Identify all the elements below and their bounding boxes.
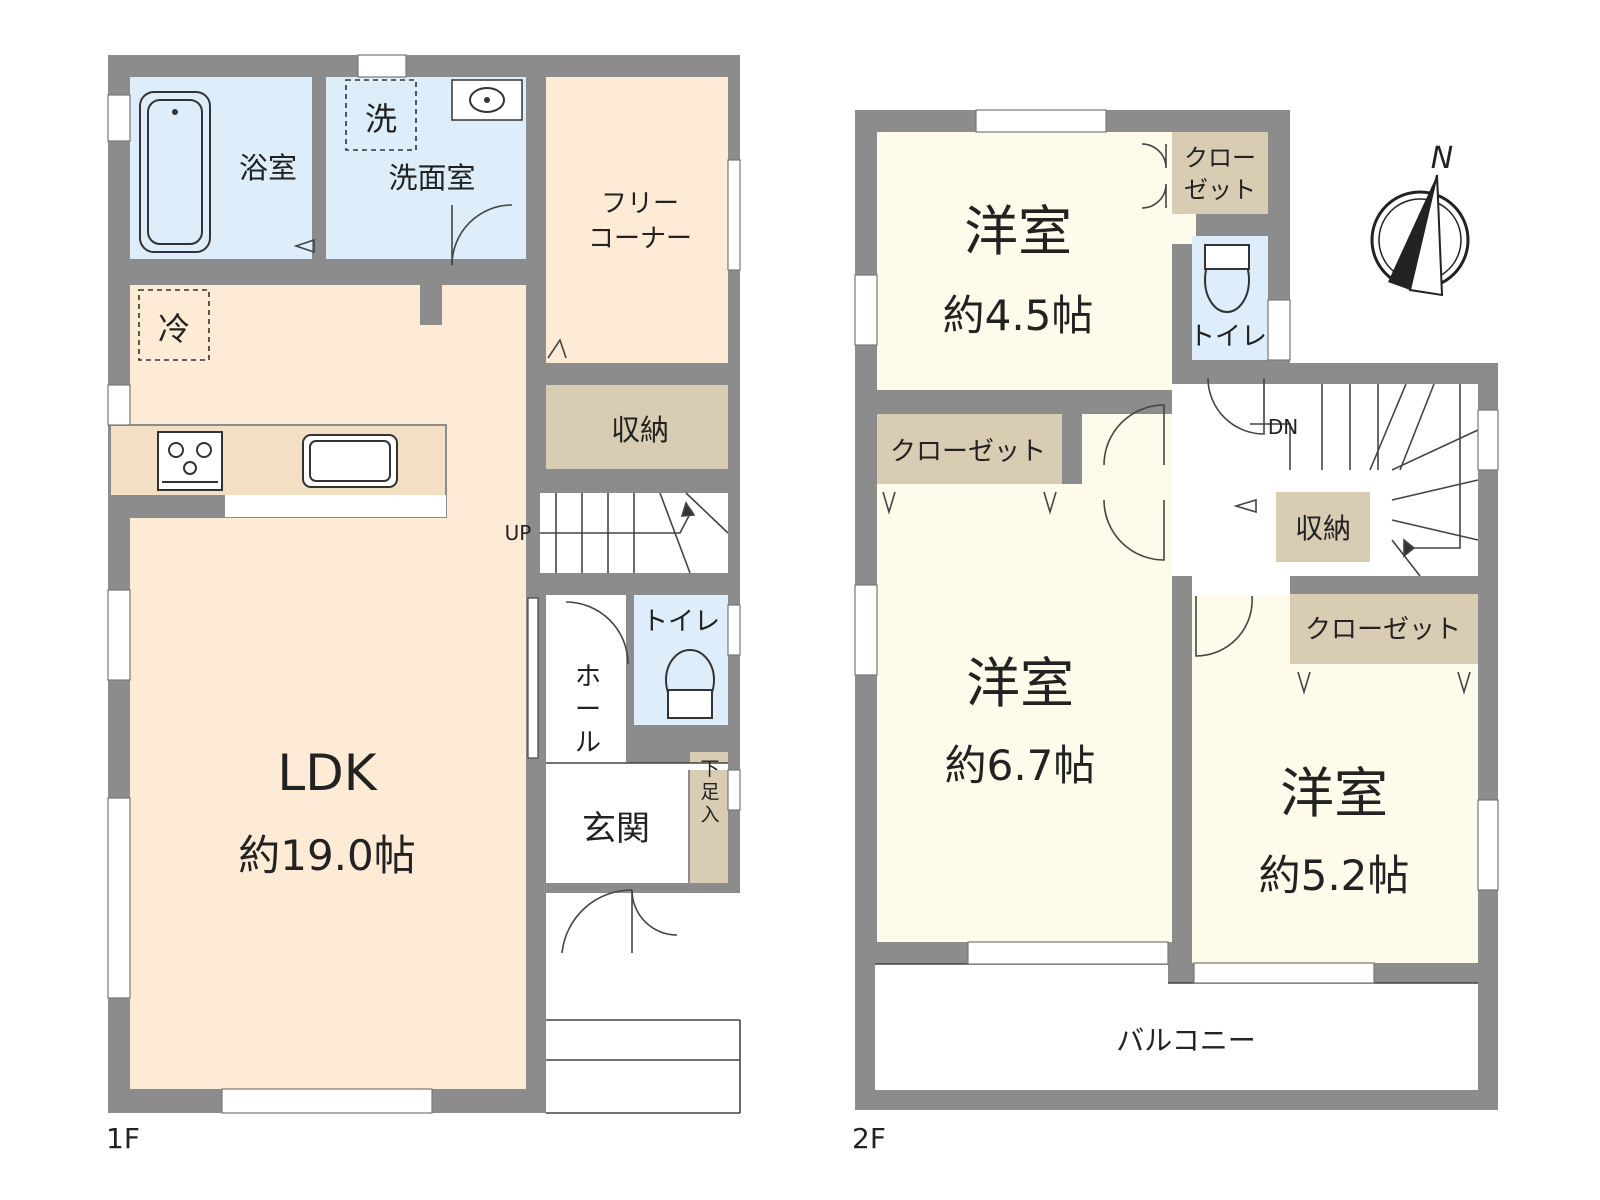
western-room-1 bbox=[877, 132, 1172, 390]
entrance bbox=[546, 770, 688, 883]
room2-size: 約6.7帖 bbox=[945, 741, 1096, 790]
kitchen-sink-icon bbox=[302, 434, 398, 488]
closet-room2 bbox=[877, 414, 1062, 484]
washer-space-icon bbox=[345, 79, 417, 151]
free-corner-label-line2: コーナー bbox=[588, 224, 692, 254]
washroom-label: 洗面室 bbox=[388, 161, 475, 195]
free-corner-label-line1: フリー bbox=[601, 189, 679, 219]
western-room-2 bbox=[877, 484, 1172, 942]
room2-name: 洋室 bbox=[966, 652, 1074, 715]
fridge-space-icon bbox=[138, 289, 210, 361]
doors-2f bbox=[882, 143, 1471, 695]
bath-label: 浴室 bbox=[239, 151, 297, 185]
closet-room3 bbox=[1290, 594, 1478, 664]
ldk-name: LDK bbox=[277, 744, 377, 802]
room3-size: 約5.2帖 bbox=[1259, 851, 1410, 900]
north-label: N bbox=[1431, 141, 1453, 176]
toilet-1f-label: トイレ bbox=[642, 607, 720, 637]
stair-treads-1f bbox=[540, 492, 729, 574]
closet2-label: クローゼット bbox=[1305, 615, 1461, 645]
free-corner bbox=[546, 77, 728, 363]
floor-1-plan: 浴室 洗面室 洗 冷 フリー コーナー 収納 UP トイレ ホ ー ル 玄関 下… bbox=[106, 54, 741, 1155]
storage-1f bbox=[546, 385, 728, 469]
north-arrow-icon: N bbox=[1370, 141, 1470, 297]
hall-label-char1: ホ bbox=[575, 662, 601, 692]
floor-1-label: 1F bbox=[106, 1122, 140, 1155]
room3-name: 洋室 bbox=[1280, 762, 1388, 825]
windows-2f bbox=[854, 109, 1499, 984]
ldk-room bbox=[130, 285, 526, 1089]
small-closet-line2: ゼット bbox=[1184, 176, 1256, 204]
shoe-closet-char1: 下 bbox=[700, 758, 719, 780]
storage-2f bbox=[1276, 492, 1370, 562]
storage-1f-label: 収納 bbox=[611, 413, 669, 447]
hall-label-char3: ル bbox=[575, 728, 601, 758]
room1-name: 洋室 bbox=[964, 200, 1072, 263]
floor-2-label: 2F bbox=[852, 1122, 886, 1155]
fridge-label: 冷 bbox=[158, 310, 190, 348]
windows-1f bbox=[107, 54, 741, 1114]
floor-2-plan: 洋室 約4.5帖 クロー ゼット トイレ クローゼット DN 収納 クローゼット… bbox=[852, 109, 1499, 1155]
small-closet-line1: クロー bbox=[1184, 144, 1256, 172]
shoe-closet-char2: 足 bbox=[700, 781, 719, 803]
bath-room bbox=[130, 77, 312, 259]
stair-treads-2f bbox=[1250, 383, 1479, 577]
small-closet bbox=[1172, 132, 1268, 214]
ldk-size: 約19.0帖 bbox=[238, 831, 416, 880]
shoe-closet bbox=[690, 752, 728, 883]
stove-icon bbox=[157, 431, 223, 491]
bathtub-icon bbox=[139, 91, 211, 253]
entrance-label: 玄関 bbox=[582, 809, 650, 849]
closet1-label: クローゼット bbox=[890, 437, 1046, 467]
toilet-2f-label: トイレ bbox=[1189, 322, 1267, 352]
up-label: UP bbox=[505, 521, 532, 545]
balcony bbox=[875, 983, 1478, 1090]
dn-label: DN bbox=[1268, 415, 1298, 439]
hall-label-char2: ー bbox=[575, 695, 601, 725]
balcony-label: バルコニー bbox=[1116, 1024, 1255, 1057]
storage-2f-label: 収納 bbox=[1295, 512, 1351, 545]
room1-size: 約4.5帖 bbox=[943, 291, 1094, 340]
western-room-3 bbox=[1192, 664, 1478, 963]
shoe-closet-char3: 入 bbox=[700, 804, 719, 826]
washer-label: 洗 bbox=[365, 100, 397, 138]
